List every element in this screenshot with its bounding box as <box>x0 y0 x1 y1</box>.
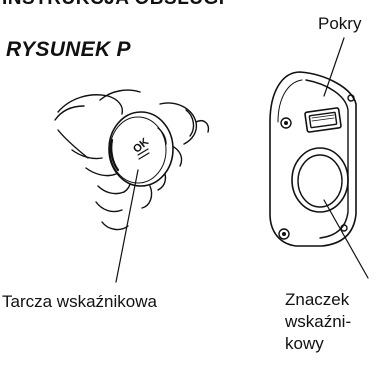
screw-hole-top-inner <box>284 121 288 125</box>
left-thumb-outline <box>100 90 140 100</box>
label-dial: Tarcza wskaźnikowa <box>2 292 157 312</box>
left-finger-3 <box>98 186 124 194</box>
left-wrist-outline <box>55 106 84 120</box>
leader-line-cover <box>324 38 344 96</box>
left-hand-outline <box>58 95 122 114</box>
label-indicator-line-2: wskaźni- <box>285 311 351 333</box>
screw-hole-bottom-inner <box>282 232 286 236</box>
housing-window-glass <box>312 115 334 121</box>
right-hand-cuff <box>196 121 208 132</box>
indicator-housing-illustration <box>270 72 356 246</box>
label-cover: Pokry <box>318 14 361 34</box>
label-indicator-mark: Znaczek wskaźni- kowy <box>285 289 351 355</box>
left-finger-2 <box>86 168 116 176</box>
indicator-ring-inner <box>298 155 342 207</box>
left-palm-lower <box>58 130 88 158</box>
label-indicator-line-3: kowy <box>285 333 351 355</box>
leader-line-indicator <box>324 200 368 278</box>
left-finger-1 <box>72 150 102 159</box>
left-finger-5 <box>102 222 128 229</box>
right-finger-3 <box>142 186 152 208</box>
leader-line-dial <box>116 170 138 282</box>
housing-window-inner <box>309 112 336 128</box>
hands-holding-dial-illustration: OK <box>55 90 208 229</box>
label-indicator-line-1: Znaczek <box>285 289 351 311</box>
housing-left-edge <box>278 80 302 122</box>
left-finger-4 <box>96 202 122 212</box>
indicator-ring-outer <box>292 148 348 212</box>
